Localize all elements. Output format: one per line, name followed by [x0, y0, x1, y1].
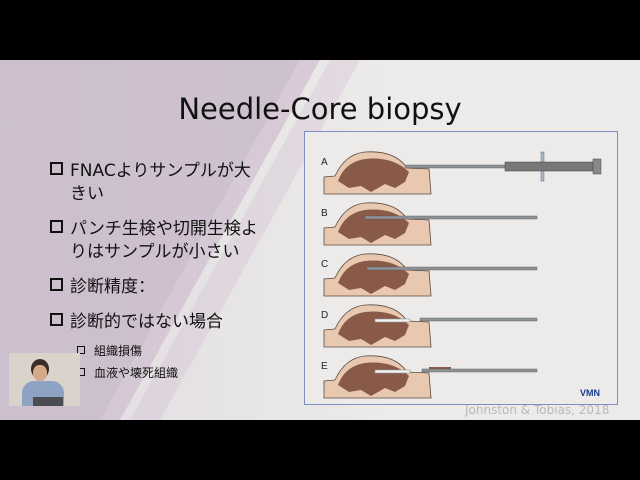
checkbox-bullet-icon — [77, 346, 85, 354]
needle — [404, 164, 506, 169]
needle — [366, 266, 538, 271]
syringe-plunger — [592, 158, 602, 175]
bullet-4: 診断的ではない場合 — [50, 311, 223, 334]
checkbox-bullet-icon — [50, 313, 63, 326]
vmn-logo: VMN — [580, 388, 600, 398]
tumor-mass — [338, 158, 409, 192]
panel-label: C — [321, 259, 328, 270]
needle — [364, 215, 538, 220]
checkbox-bullet-icon — [50, 278, 63, 291]
laptop — [33, 397, 63, 406]
panel-label: E — [321, 361, 328, 372]
slide: Needle-Core biopsy FNACよりサンプルが大きい パンチ生検や… — [0, 60, 640, 420]
panel-label: A — [321, 157, 328, 168]
needle — [421, 368, 538, 373]
sub-bullet-1: 組織損傷 — [77, 342, 142, 359]
bullet-1: FNACよりサンプルが大きい — [50, 160, 251, 206]
bullet-2: パンチ生検や切開生検よりはサンプルが小さい — [50, 218, 258, 264]
specimen-notch — [374, 318, 411, 323]
bullet-3: 診断精度： — [50, 276, 155, 299]
checkbox-bullet-icon — [50, 220, 63, 233]
core-sample — [429, 367, 451, 370]
presenter-webcam — [9, 353, 80, 406]
figure-credit: Johnston & Tobias, 2018 — [465, 403, 610, 417]
biopsy-illustration: A B C D E VMN — [321, 151, 602, 399]
needle — [419, 317, 538, 322]
checkbox-bullet-icon — [50, 162, 63, 175]
specimen-notch — [374, 369, 411, 374]
panel-label: B — [321, 208, 328, 219]
panel-label: D — [321, 310, 328, 321]
slide-title: Needle-Core biopsy — [178, 92, 462, 126]
syringe-barrel — [504, 161, 596, 172]
sub-bullet-2: 血液や壊死組織 — [77, 364, 178, 381]
biopsy-figure: A B C D E VMN — [304, 131, 618, 405]
presenter-face — [33, 365, 47, 381]
